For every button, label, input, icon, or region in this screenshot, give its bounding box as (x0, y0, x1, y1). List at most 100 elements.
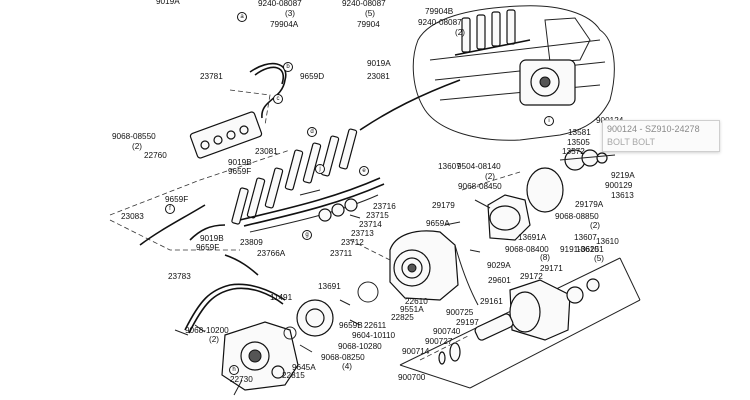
part-label: 13505 (567, 138, 590, 147)
part-label: 23713 (351, 229, 374, 238)
part-label: 11491 (270, 293, 293, 302)
part-label: 23783 (168, 272, 191, 281)
part-label: 23712 (341, 238, 364, 247)
callout-bubble: i (544, 116, 554, 126)
pump-29179 (487, 167, 564, 241)
part-label: 13691 (318, 282, 341, 291)
part-label: 900727 (425, 337, 453, 346)
part-label: 9068-08400 (505, 245, 549, 254)
part-label: 13610 (576, 245, 599, 254)
part-label: (4) (342, 362, 353, 371)
part-label: 9659F (196, 243, 220, 252)
part-label: 9240-08087 (258, 0, 302, 8)
callout-bubble: g (302, 230, 312, 240)
part-tooltip: 900124 - SZ910-24278 BOLT BOLT (602, 120, 720, 152)
callout-bubble: d (307, 127, 317, 137)
part-label: (2) (485, 172, 496, 181)
part-label: 9240-08087 (418, 18, 462, 27)
part-label: 29179 (432, 201, 455, 210)
part-label: 22610 (405, 297, 428, 306)
part-label: 13610 (596, 237, 619, 246)
part-label: 13581 (568, 128, 591, 137)
part-label: 29171 (540, 264, 563, 273)
pump-subassembly-box (399, 257, 641, 389)
part-label: 23714 (359, 220, 382, 229)
callout-bubble: h (229, 365, 239, 375)
part-label: 9019A (156, 0, 180, 6)
part-label: (8) (540, 253, 551, 262)
hose-top (359, 79, 461, 131)
part-label: 9068-08450 (458, 182, 502, 191)
callout-bubble: e (359, 166, 369, 176)
callout-bubble: b (283, 62, 293, 72)
part-label: (5) (594, 254, 605, 263)
part-label: (2) (455, 28, 466, 37)
pump-housing-13610 (389, 230, 459, 301)
gear-stack-13581 (559, 145, 616, 171)
part-label: 9019A (367, 59, 391, 68)
part-label: (2) (209, 335, 220, 344)
part-label: 9659B (339, 321, 363, 330)
part-label: 79904B (425, 7, 454, 16)
part-label: 9659D (300, 72, 325, 81)
part-label: 13572 (562, 147, 585, 156)
pipe-23783 (184, 283, 286, 331)
part-label: 900740 (433, 327, 461, 336)
part-label: 22825 (391, 313, 414, 322)
part-label: 9068-10280 (338, 342, 382, 351)
part-label: (2) (590, 221, 601, 230)
part-label: 9068-08550 (112, 132, 156, 141)
part-label: 13613 (611, 191, 634, 200)
callout-bubble: j (315, 164, 325, 174)
part-label: 9019B (228, 158, 252, 167)
part-label: 23766A (257, 249, 286, 258)
part-label: 9551A (400, 305, 424, 314)
part-label: 900700 (398, 373, 426, 382)
part-label: 9019B (200, 234, 224, 243)
pipe-23083 (139, 204, 206, 246)
part-label: 13607 (438, 162, 461, 171)
part-label: (2) (132, 142, 143, 151)
part-label: 29197 (456, 318, 479, 327)
part-label: 22760 (144, 151, 167, 160)
part-label: 9659F (228, 167, 252, 176)
common-rail-22760 (189, 111, 263, 159)
part-label: 900725 (446, 308, 474, 317)
callout-bubble: a (237, 12, 247, 22)
part-label: 9068-10200 (185, 326, 229, 335)
part-label: 9604-10110 (352, 331, 396, 340)
part-label: (5) (365, 9, 376, 18)
adapter-plate-13691 (296, 299, 334, 337)
pump-top-right (519, 59, 576, 106)
part-label: 23781 (200, 72, 223, 81)
part-label: 22730 (230, 375, 253, 384)
injector-group-top (454, 9, 531, 56)
callout-bubble: f (165, 204, 175, 214)
part-label: 29601 (488, 276, 511, 285)
part-label: 9068-08250 (321, 353, 365, 362)
part-label: 79904 (357, 20, 380, 29)
part-label: 79904A (270, 20, 299, 29)
part-label: (3) (285, 9, 296, 18)
part-label: 9068-08850 (555, 212, 599, 221)
gear-housing-22730 (221, 321, 299, 391)
part-label: 29179A (575, 200, 604, 209)
part-label: 23809 (240, 238, 263, 247)
part-label: 23715 (366, 211, 389, 220)
part-label: 9240-08087 (342, 0, 386, 8)
part-label: 22611 (364, 321, 387, 330)
tooltip-title: 900124 - SZ910-24278 (607, 124, 700, 134)
part-label: 29172 (520, 272, 543, 281)
part-label: 23083 (121, 212, 144, 221)
part-label: 9504-08140 (457, 162, 501, 171)
part-label: 23081 (367, 72, 390, 81)
part-label: 900714 (402, 347, 430, 356)
part-label: 9645A (292, 363, 316, 372)
injector-cluster (231, 128, 385, 233)
part-label: 9191-06251 (560, 245, 604, 254)
part-label: 23716 (373, 202, 396, 211)
callout-bubble: c (273, 94, 283, 104)
pipe-23781 (249, 62, 287, 119)
part-label: 9659A (426, 219, 450, 228)
